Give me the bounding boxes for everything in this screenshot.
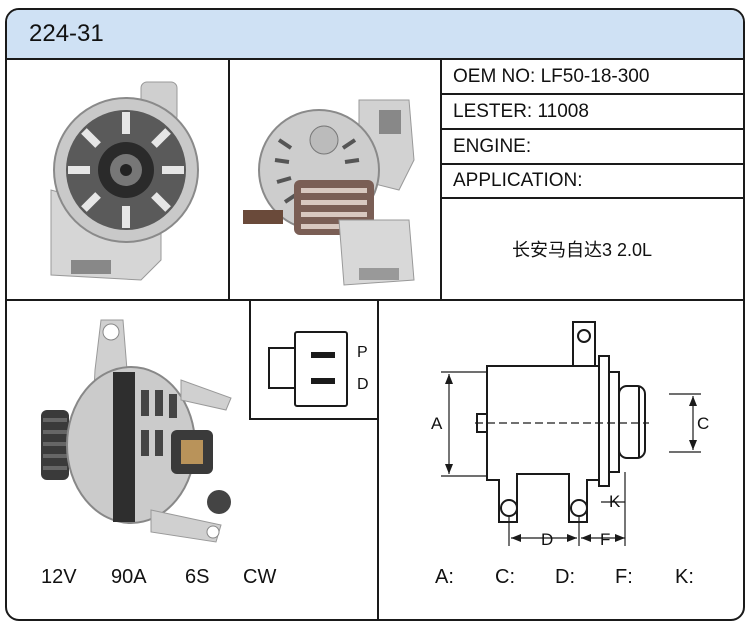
pin-d-label: D <box>357 376 369 393</box>
drawing-label-a: A <box>431 414 443 433</box>
rotation-direction: CW <box>243 566 277 588</box>
voltage-rating: 12V <box>41 566 77 588</box>
part-number-title: 224-31 <box>29 20 104 47</box>
alternator-rear-photo <box>243 99 415 286</box>
application-label: APPLICATION: <box>453 170 583 191</box>
drawing-label-c: C <box>697 414 710 433</box>
product-card: 224-31 P D OEM NO: LF50-18-300 LESTER: 1… <box>5 8 745 621</box>
spec-row-line-4 <box>442 197 743 199</box>
dimension-f: F: <box>615 566 633 588</box>
pin-p-label: P <box>357 344 368 361</box>
pulley-grooves: 6S <box>185 566 210 588</box>
alternator-side-photo <box>41 319 232 543</box>
engine-label: ENGINE: <box>453 136 532 157</box>
oem-number: OEM NO: LF50-18-300 <box>453 66 650 87</box>
connector-pinout-icon <box>268 331 348 407</box>
alternator-front-photo <box>50 81 199 281</box>
divider-middle <box>7 299 743 301</box>
connector-box: P D <box>249 300 377 420</box>
dimension-c: C: <box>495 566 515 588</box>
spec-row-line-3 <box>442 163 743 165</box>
spec-row-line-2 <box>442 128 743 130</box>
divider-bottom <box>377 300 379 619</box>
lester-number: LESTER: 11008 <box>453 101 589 122</box>
drawing-label-k: K <box>609 492 621 511</box>
dimension-d: D: <box>555 566 575 588</box>
header-bar: 224-31 <box>7 10 743 60</box>
drawing-label-f: F <box>600 530 611 549</box>
drawing-label-d: D <box>541 530 554 549</box>
dimension-k: K: <box>675 566 694 588</box>
spec-row-line-1 <box>442 93 743 95</box>
divider-photo-front <box>228 58 230 300</box>
dimension-drawing <box>441 321 701 546</box>
application-value: 长安马自达3 2.0L <box>512 240 653 260</box>
dimension-a: A: <box>435 566 454 588</box>
divider-photo-specs <box>440 58 442 300</box>
amperage-rating: 90A <box>111 566 147 588</box>
